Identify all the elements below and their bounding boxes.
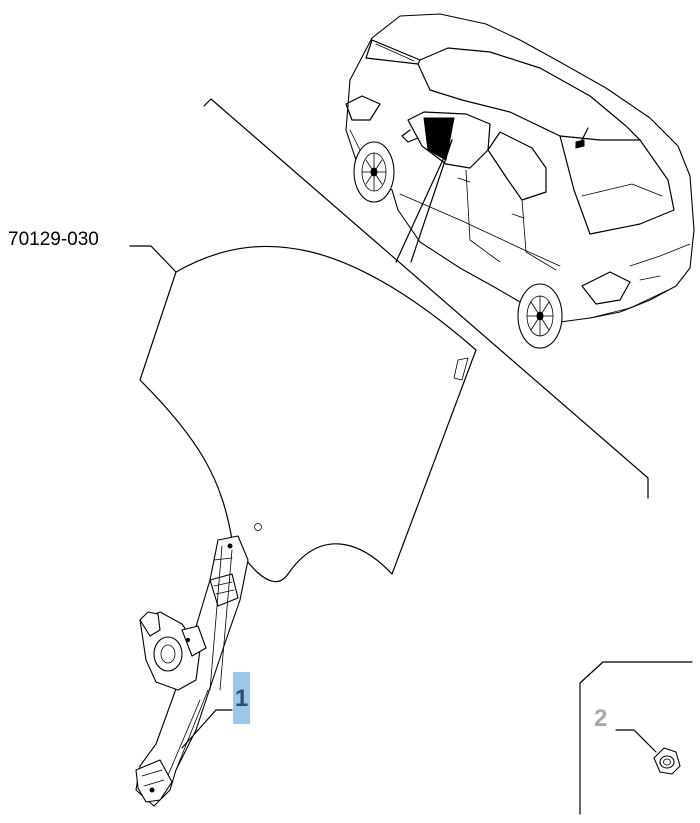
leader-lines xyxy=(203,98,649,499)
glass-reference: 70129-030 xyxy=(8,229,177,273)
part-2-inset: 2 xyxy=(579,661,693,815)
glass-reference-label: 70129-030 xyxy=(8,229,99,250)
part-2-number: 2 xyxy=(594,705,607,732)
part-1-highlight-box xyxy=(233,672,250,724)
door-glass xyxy=(139,245,477,583)
car-illustration xyxy=(345,13,695,349)
window-regulator xyxy=(135,535,249,807)
nut-icon xyxy=(653,747,681,775)
part-1-callout: 1 xyxy=(181,672,250,749)
part-1-number: 1 xyxy=(235,685,248,712)
